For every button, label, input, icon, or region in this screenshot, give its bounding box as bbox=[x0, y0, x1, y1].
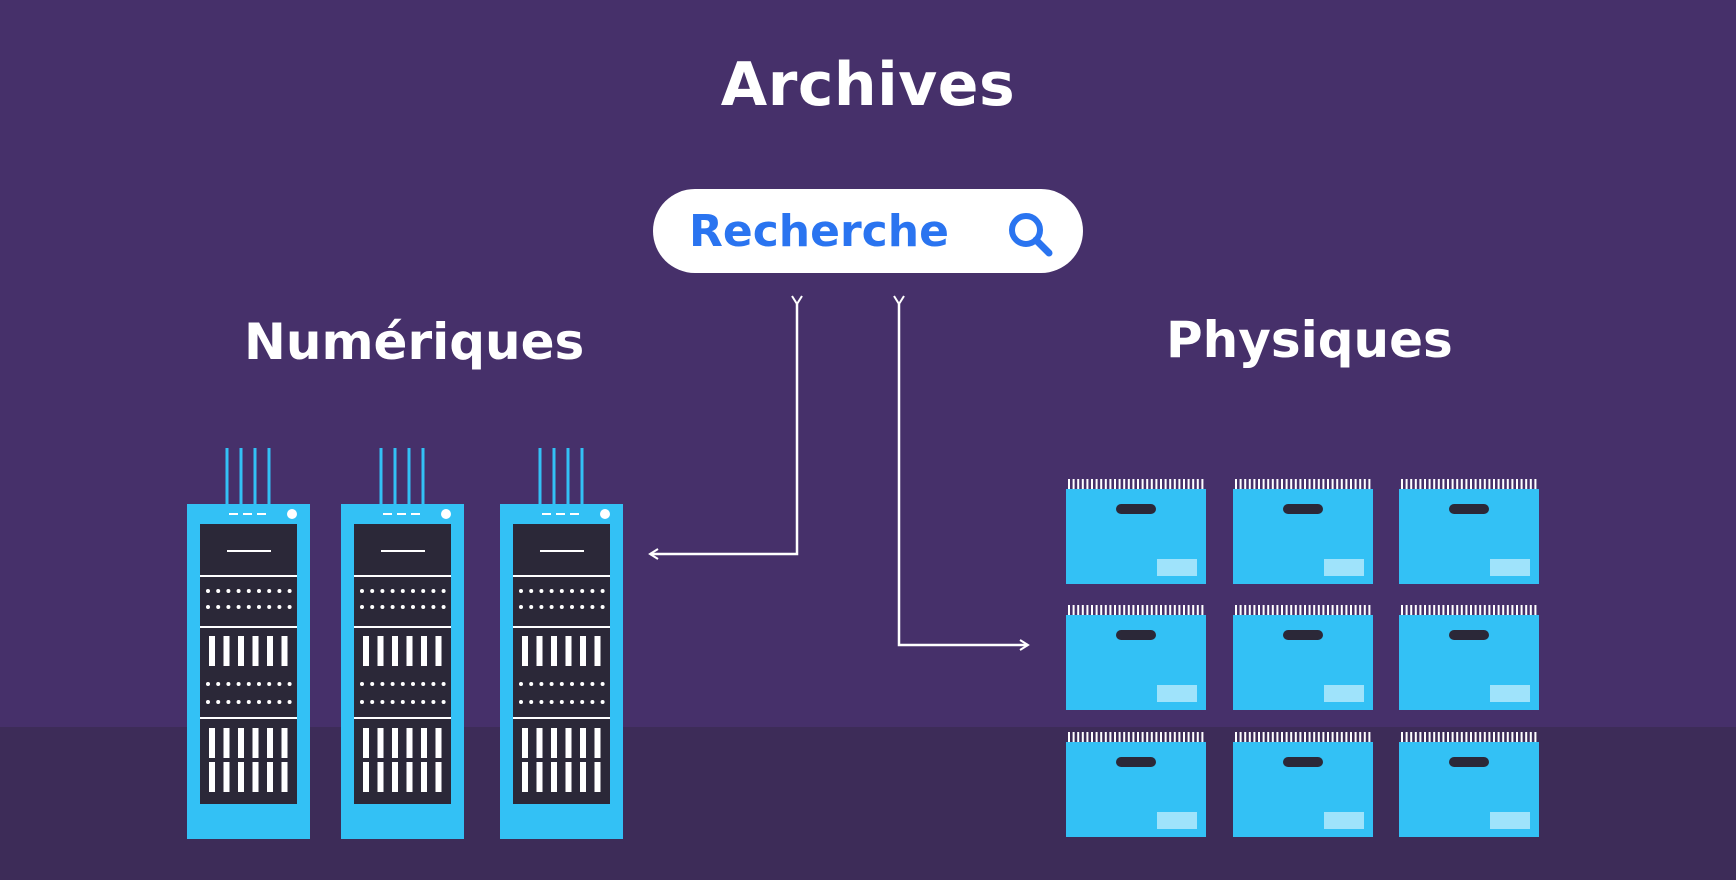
arrow-search-to-digital bbox=[648, 295, 803, 560]
archive-box-icon bbox=[1066, 605, 1206, 710]
archive-box-icon bbox=[1233, 605, 1373, 710]
archive-box-icon bbox=[1233, 732, 1373, 837]
archive-box-icon bbox=[1066, 732, 1206, 837]
physical-archives-label: Physiques bbox=[1166, 311, 1453, 369]
archive-box-icon bbox=[1399, 605, 1539, 710]
archive-boxes-group bbox=[1066, 479, 1539, 837]
server-racks-group bbox=[187, 448, 623, 839]
archive-box-icon bbox=[1399, 732, 1539, 837]
archive-box-icon bbox=[1399, 479, 1539, 584]
server-rack-icon bbox=[341, 448, 464, 839]
archive-box-icon bbox=[1066, 479, 1206, 584]
diagram-title: Archives bbox=[720, 50, 1016, 120]
server-rack-icon bbox=[500, 448, 623, 839]
archive-box-icon bbox=[1233, 479, 1373, 584]
arrow-search-to-physical bbox=[893, 295, 1030, 651]
search-icon[interactable] bbox=[1005, 209, 1057, 261]
digital-archives-label: Numériques bbox=[244, 313, 585, 371]
server-rack-icon bbox=[187, 448, 310, 839]
search-label: Recherche bbox=[689, 205, 949, 257]
